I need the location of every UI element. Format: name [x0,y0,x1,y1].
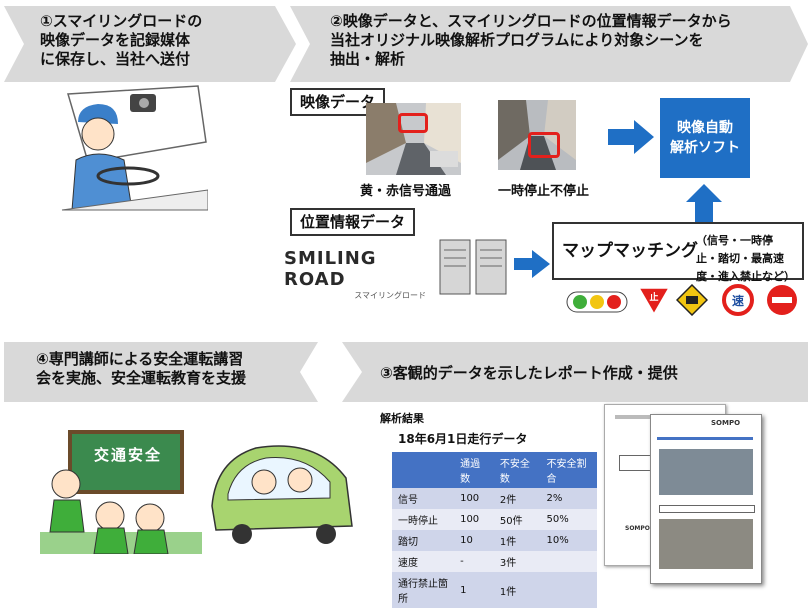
logo-sub: スマイリングロード [354,291,426,300]
doc-brand-back: SOMPO [625,525,650,532]
table-cell: - [454,551,494,572]
report-title: 解析結果 [380,412,424,425]
stop-sign-icon: 止 [638,287,670,316]
table-cell: 一時停止 [392,509,455,530]
arrow-up-icon [686,184,722,224]
report-doc-front: SOMPO [650,414,762,584]
stop-sign-text: 止 [649,291,658,303]
table-cell [540,551,597,572]
stop-photo [498,100,576,170]
table-cell: 100 [454,488,494,509]
report-subtitle: 18年6月1日走行データ [398,432,528,446]
table-cell: 通行禁止箇所 [392,572,455,608]
table-row: 踏切 10 1件 10% [392,530,597,551]
arrow-right-icon-2 [514,250,550,278]
analysis-software-box: 映像自動 解析ソフト [660,98,750,178]
table-cell [540,572,597,608]
no-entry-icon [767,285,797,315]
table-cell: 100 [454,509,494,530]
stop-caption: 一時停止不停止 [498,184,590,199]
table-cell: 50% [540,509,597,530]
table-cell: 2% [540,488,597,509]
bottom-banners [4,342,808,402]
table-cell: 10 [454,530,494,551]
table-header: 不安全割合 [540,452,597,488]
board-text: 交通安全 [94,446,163,464]
step3-banner [342,342,808,402]
video-data-label: 映像データ [290,88,386,116]
map-matching-detail: （信号・一時停 止・踏切・最高速度・進入禁止など） [696,234,795,283]
signal-caption: 黄・赤信号通過 [360,184,452,199]
location-data-label: 位置情報データ [290,208,416,236]
car-illustration [211,445,353,544]
step4-text: ④専門講師による安全運転講習 会を実施、安全運転教育を支援 [36,350,247,387]
table-cell: 3件 [493,551,541,572]
table-row: 通行禁止箇所 1 1件 [392,572,597,608]
table-header [392,452,455,488]
signal-highlight [398,113,428,133]
table-cell: 50件 [493,509,541,530]
table-cell: 踏切 [392,530,455,551]
report-table: 通過数 不安全数 不安全割合 信号 100 2件 2% 一時停止 100 50件… [392,452,597,608]
classroom-illustration [40,430,202,554]
table-cell: 速度 [392,551,455,572]
table-cell: 1 [454,572,494,608]
table-header: 不安全数 [493,452,541,488]
top-banners [4,6,808,82]
smiling-road-logo: SMILING ROAD スマイリングロード [284,248,434,301]
step2-text: ②映像データと、スマイリングロードの位置情報データから 当社オリジナル映像解析プ… [330,12,732,68]
step2-banner [290,6,808,82]
table-cell: 信号 [392,488,455,509]
map-matching-title: マップマッチング [562,241,698,261]
speed-sign-text: 速 [732,293,744,308]
table-header: 通過数 [454,452,494,488]
step1-text: ①スマイリングロードの 映像データを記録媒体 に保存し、当社へ送付 [40,12,203,68]
doc-brand-front: SOMPO [711,419,741,427]
table-row: 信号 100 2件 2% [392,488,597,509]
arrow-right-icon [608,120,654,154]
table-cell: 1件 [493,572,541,608]
traffic-light-icon [566,291,628,313]
map-matching-box: マップマッチング （信号・一時停 止・踏切・最高速度・進入禁止など） [552,222,804,283]
table-cell: 1件 [493,530,541,551]
speed-limit-icon: 速 [722,284,754,316]
driver-illustration [58,85,208,211]
table-row: 速度 - 3件 [392,551,597,572]
step4-banner [4,342,318,402]
table-row: 一時停止 100 50件 50% [392,509,597,530]
server-icon [439,239,507,295]
signal-photo [366,103,461,175]
step1-banner [4,6,296,82]
table-header-row: 通過数 不安全数 不安全割合 [392,452,597,488]
logo-name: SMILING ROAD [284,248,377,290]
table-cell: 10% [540,530,597,551]
railroad-crossing-icon [676,284,708,316]
stop-highlight [528,132,560,158]
step3-text: ③客観的データを示したレポート作成・提供 [380,364,678,382]
table-cell: 2件 [493,488,541,509]
